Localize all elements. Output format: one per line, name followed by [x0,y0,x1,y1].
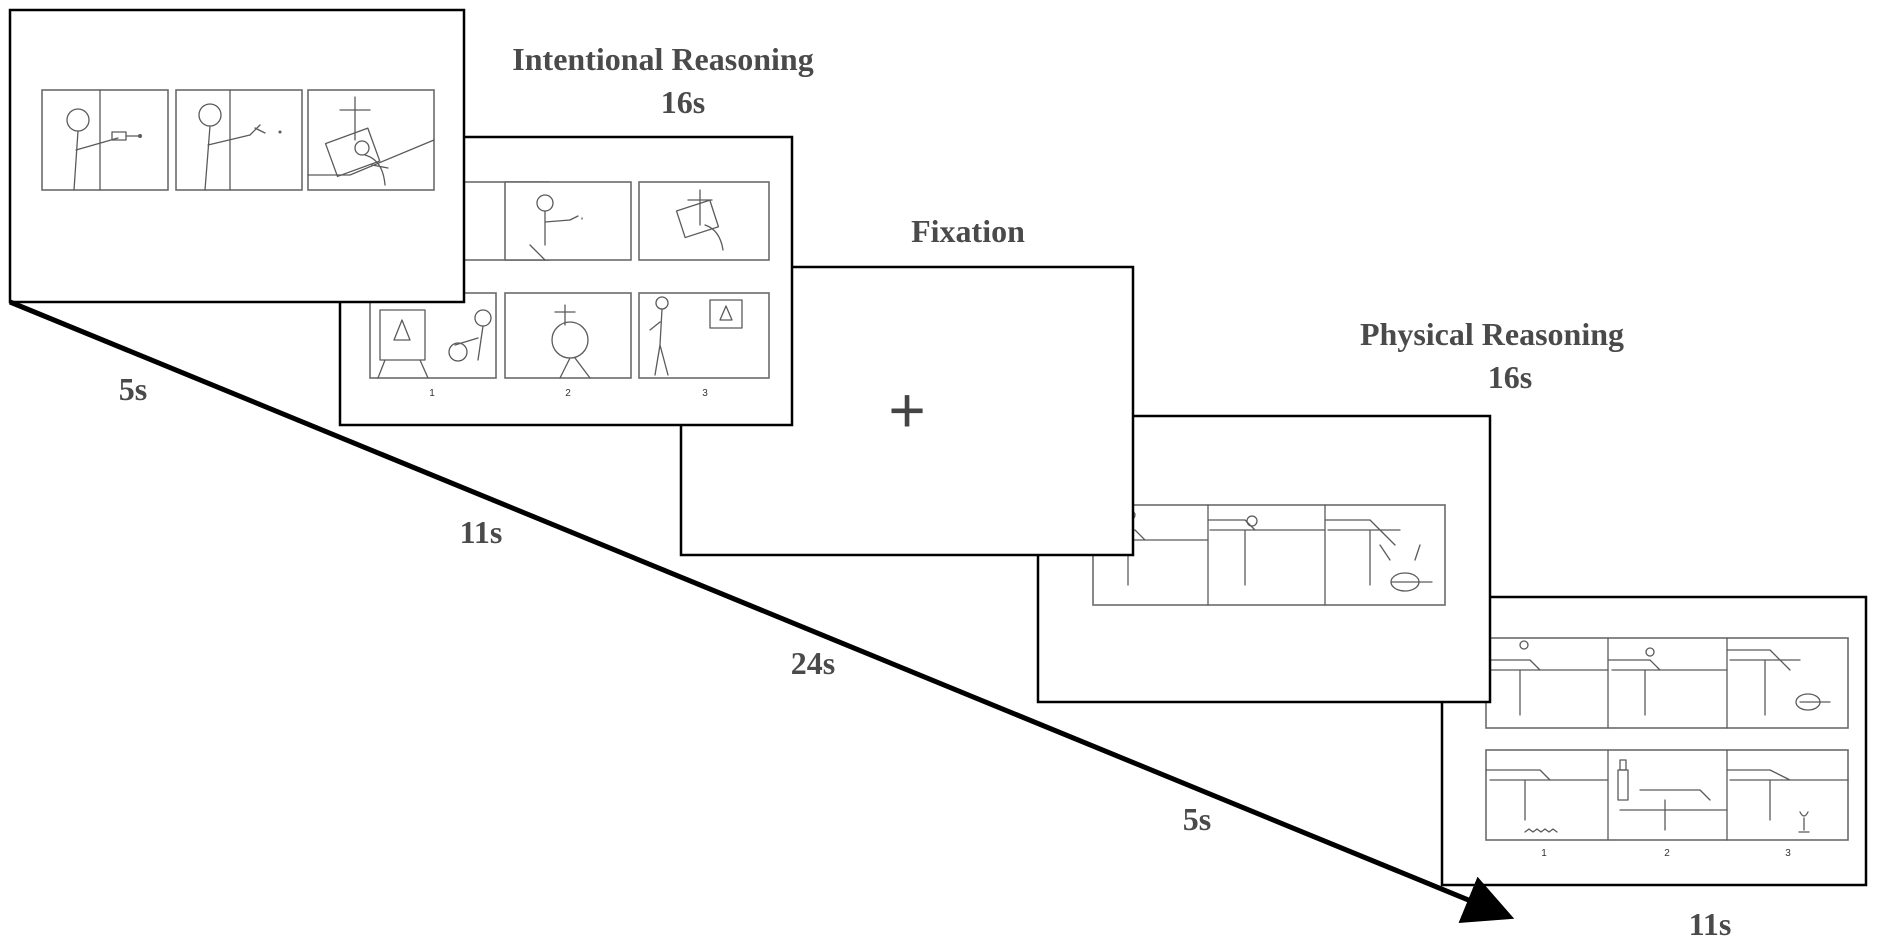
timeline-arrow [9,299,1515,923]
choice-number-3: 3 [702,388,708,399]
choice-number-1: 1 [429,388,435,399]
duration-label-4: 5s [1183,801,1211,837]
physical-answer-panels [1485,749,1849,841]
fixation-title: Fixation [911,213,1025,249]
physical-story-panels [1485,637,1849,729]
physical-title: Physical Reasoning [1360,316,1624,352]
choice-number-2: 2 [565,388,571,399]
choice-number-3: 3 [1785,848,1791,859]
intentional-answer-panels [369,292,770,379]
duration-label-5: 11s [1689,906,1732,942]
intentional-title: Intentional Reasoning [512,41,813,77]
intentional-story-screen [8,8,466,304]
duration-label-2: 11s [460,514,503,550]
intentional-duration: 16s [661,84,705,120]
duration-label-3: 24s [791,645,835,681]
physical-story-screen [1036,414,1492,704]
physical-duration: 16s [1488,359,1532,395]
intentional-story-panels [453,181,770,261]
fixation-cross: + [888,374,925,446]
choice-number-2: 2 [1664,848,1670,859]
choice-number-1: 1 [1541,848,1547,859]
duration-label-1: 5s [119,371,147,407]
physical-choice-screen: 1 2 3 [1440,595,1868,887]
